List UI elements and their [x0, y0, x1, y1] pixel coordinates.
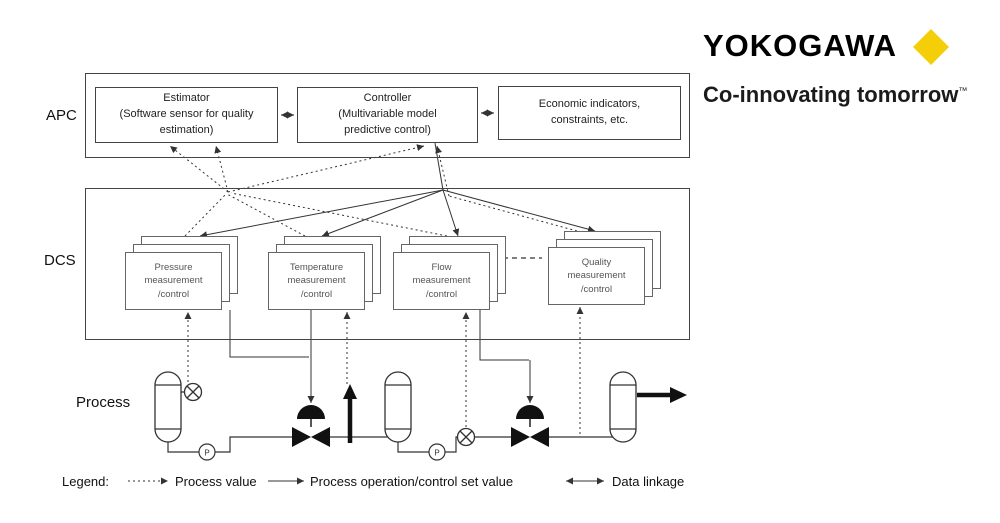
- legend-item-process-value: Process value: [175, 474, 257, 489]
- legend-item-set-value: Process operation/control set value: [310, 474, 514, 489]
- yokogawa-logo: YOKOGAWA: [703, 28, 898, 63]
- yokogawa-diamond-icon: [913, 29, 949, 65]
- economic-indicators-box: Economic indicators, constraints, etc.: [498, 86, 681, 140]
- process-section-label: Process: [76, 394, 131, 411]
- apc-data-linkage-arrows: [281, 109, 494, 119]
- control-valve-2-icon: [511, 405, 549, 447]
- dcs-stack-temperature: Temperature measurement /control: [268, 252, 365, 310]
- pump-1-icon: P: [198, 443, 216, 461]
- process-piping: [167, 436, 623, 453]
- vessel-2-icon: [384, 371, 412, 443]
- pump-2-label: P: [434, 449, 439, 458]
- dcs-stack-flow: Flow measurement /control: [393, 252, 490, 310]
- dcs-section-label: DCS: [44, 252, 76, 269]
- control-valve-1-icon: [292, 405, 330, 447]
- pump-2-icon: P: [428, 443, 446, 461]
- dcs-stack-pressure: Pressure measurement /control: [125, 252, 222, 310]
- instrument-1-icon: [181, 382, 203, 402]
- pump-1-label: P: [204, 449, 209, 458]
- up-flow-arrow-icon: [343, 384, 357, 443]
- brand-tagline: Co-innovating tomorrow™: [703, 82, 967, 108]
- controller-box: Controller (Multivariable model predicti…: [297, 87, 478, 143]
- vessel-1-icon: [154, 371, 182, 443]
- dcs-to-apc-process-value-lines: [169, 144, 578, 237]
- process-to-dcs-measurement-lines: [184, 307, 584, 434]
- brand-tagline-text: Co-innovating tomorrow: [703, 82, 959, 107]
- legend-item-data-linkage: Data linkage: [612, 474, 685, 489]
- dcs-section-box: [85, 188, 690, 340]
- trademark-symbol: ™: [958, 85, 968, 96]
- apc-section-box: [85, 73, 690, 158]
- estimator-box: Estimator (Software sensor for quality e…: [95, 87, 278, 143]
- dcs-stack-quality: Quality measurement /control: [548, 247, 645, 305]
- vessel-3-icon: [609, 371, 637, 443]
- legend-label: Legend:: [62, 474, 109, 489]
- apc-section-label: APC: [46, 107, 77, 124]
- product-flow-arrow-icon: [637, 387, 687, 403]
- instrument-2-icon: [456, 427, 476, 447]
- dcs-to-process-control-lines: [229, 310, 534, 403]
